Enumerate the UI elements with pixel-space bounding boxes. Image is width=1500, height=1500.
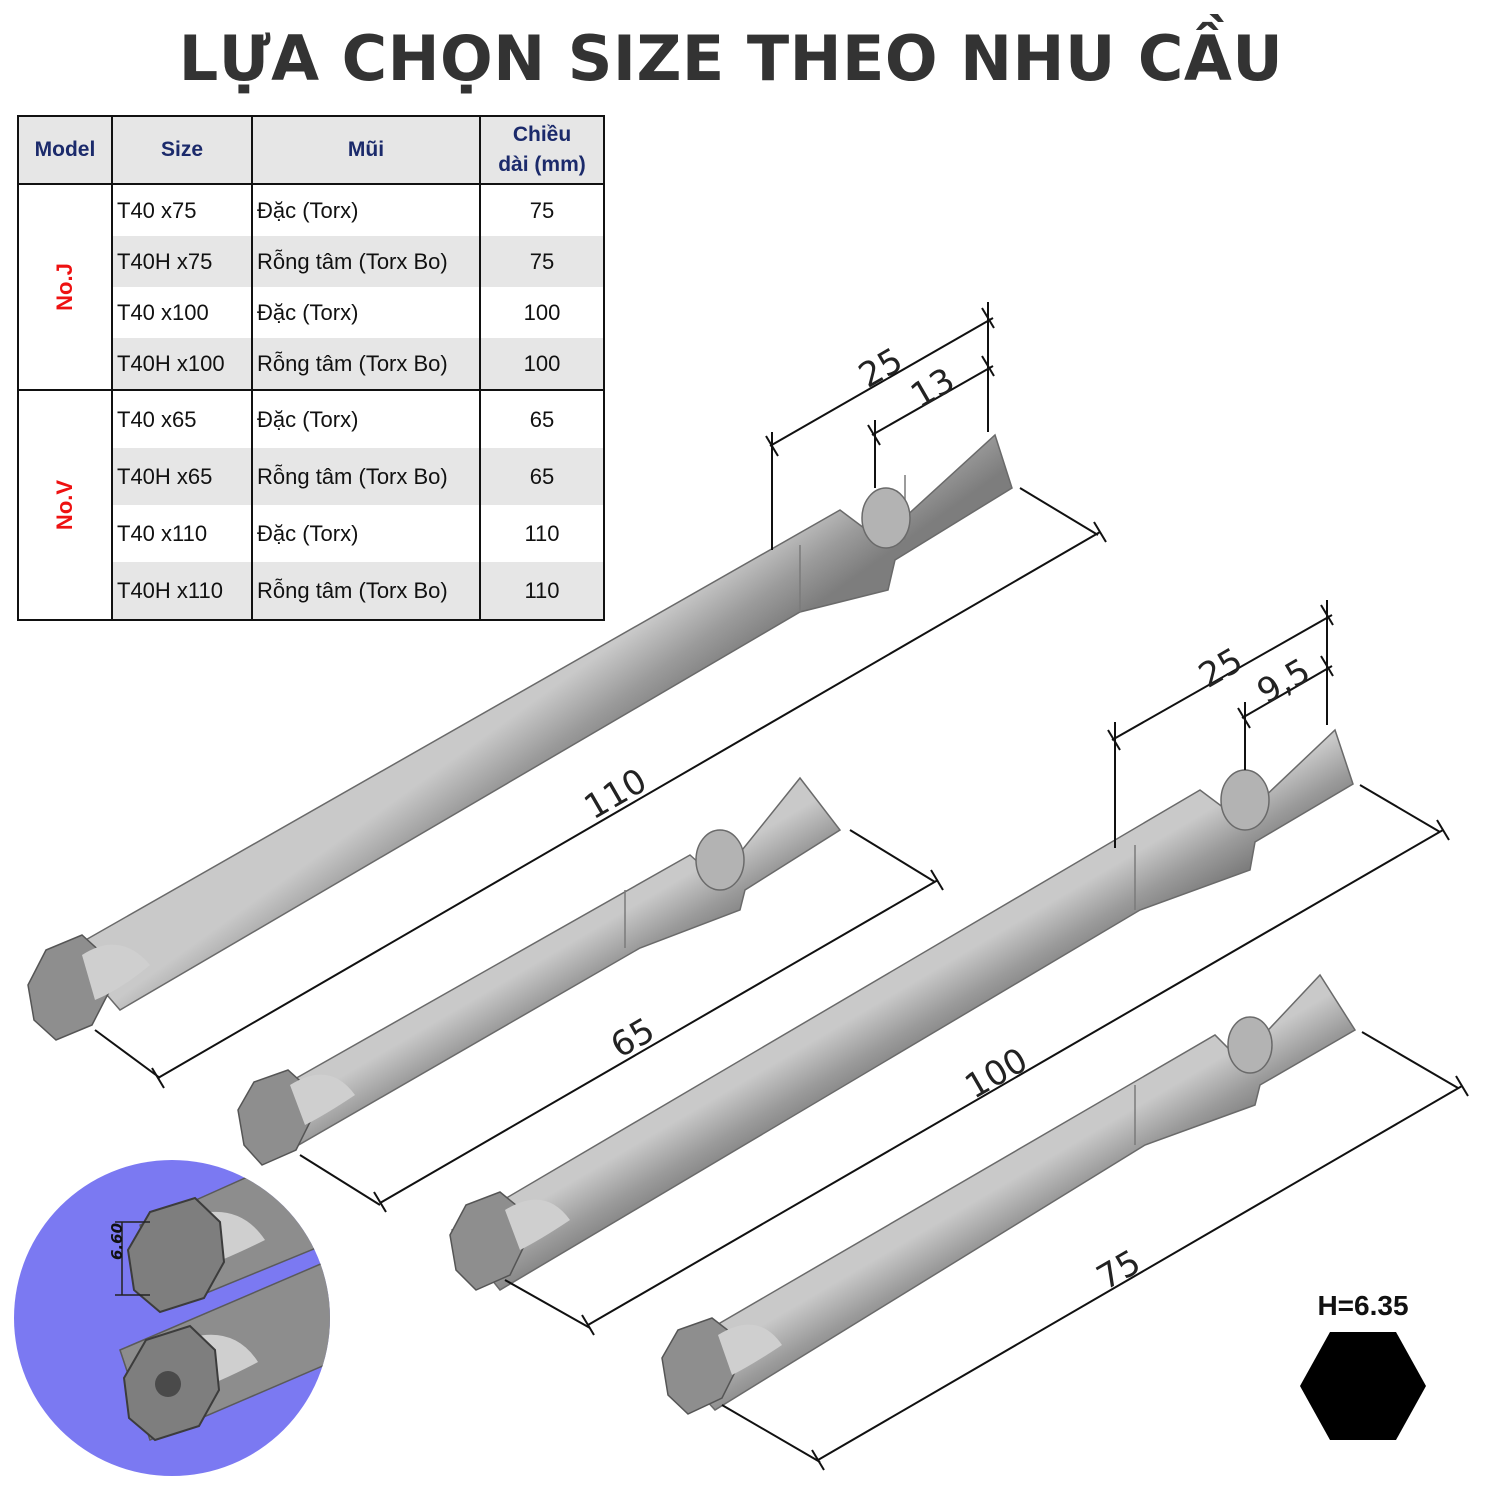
- model-label: No.V: [52, 479, 77, 531]
- dimension-label-100: 100: [958, 1040, 1034, 1107]
- detail-inset: 6.60: [14, 1160, 330, 1476]
- tip-cell: Đặc (Torx): [252, 390, 481, 448]
- tip-cell: Rỗng tâm (Torx Bo): [252, 236, 481, 287]
- dimension-label-shank-9-5: 9,5: [1250, 651, 1317, 713]
- table-row: T40H x75 Rỗng tâm (Torx Bo) 75: [18, 236, 605, 287]
- length-cell: 75: [480, 184, 605, 236]
- bit-110-neck: [861, 487, 911, 549]
- bit-100-neck: [1220, 769, 1270, 831]
- dimension-label-65: 65: [604, 1010, 661, 1066]
- dimension-label-75: 75: [1090, 1242, 1147, 1298]
- length-cell: 65: [480, 448, 605, 505]
- hex-profile: H=6.35: [1300, 1290, 1426, 1440]
- model-cell-no-j: No.J: [17, 183, 113, 391]
- size-cell: T40 x65: [111, 390, 253, 448]
- table-row: T40 x100 Đặc (Torx) 100: [18, 287, 605, 338]
- length-cell: 75: [480, 236, 605, 287]
- table-row: No.J T40 x75 Đặc (Torx) 75: [17, 183, 605, 391]
- size-cell: T40 x110: [111, 505, 253, 562]
- size-cell: T40H x110: [111, 562, 253, 621]
- inset-dimension-label: 6.60: [108, 1223, 126, 1260]
- tip-cell: Rỗng tâm (Torx Bo): [252, 338, 481, 391]
- header-model: Model: [17, 115, 113, 185]
- size-cell: T40H x75: [111, 236, 253, 287]
- table-row: T40H x110 Rỗng tâm (Torx Bo) 110: [18, 562, 605, 621]
- table-row: T40 x110 Đặc (Torx) 110: [18, 505, 605, 562]
- bit-100: [449, 728, 1354, 1291]
- dimension-bit-110: [94, 302, 1107, 1089]
- model-cell-no-v: No.V: [17, 389, 113, 621]
- size-cell: T40H x100: [111, 338, 253, 391]
- dimension-bit-100: [504, 600, 1450, 1336]
- bit-110: [27, 433, 1013, 1041]
- dimension-label-hex-25: 25: [1192, 640, 1249, 696]
- dimension-label-110: 110: [578, 761, 654, 828]
- length-cell: 110: [480, 562, 605, 621]
- length-cell: 65: [480, 390, 605, 448]
- size-cell: T40 x75: [111, 184, 253, 236]
- dimension-bit-65: [299, 829, 944, 1213]
- bit-75-neck: [1227, 1016, 1273, 1074]
- table-row: T40H x100 Rỗng tâm (Torx Bo) 100: [18, 338, 605, 391]
- tip-cell: Đặc (Torx): [252, 505, 481, 562]
- hex-size-label: H=6.35: [1317, 1290, 1408, 1321]
- model-label: No.J: [52, 263, 77, 311]
- table-header-row: Model Size Mũi Chiều dài (mm): [17, 115, 605, 185]
- tip-cell: Rỗng tâm (Torx Bo): [252, 448, 481, 505]
- length-cell: 100: [480, 338, 605, 391]
- tip-cell: Rỗng tâm (Torx Bo): [252, 562, 481, 621]
- table-row: T40H x65 Rỗng tâm (Torx Bo) 65: [18, 448, 605, 505]
- length-cell: 100: [480, 287, 605, 338]
- size-cell: T40 x100: [111, 287, 253, 338]
- dimension-label-hex-25: 25: [852, 340, 909, 396]
- bit-100-body: [450, 728, 1354, 1291]
- tip-cell: Đặc (Torx): [252, 287, 481, 338]
- header-length: Chiều dài (mm): [479, 115, 605, 185]
- spec-table: Model Size Mũi Chiều dài (mm) No.J T40 x…: [17, 115, 605, 621]
- dimension-label-shank-13: 13: [904, 360, 961, 416]
- table-row: No.V T40 x65 Đặc (Torx) 65: [17, 389, 605, 621]
- torx-solid-tip-icon: [126, 1196, 226, 1314]
- tip-cell: Đặc (Torx): [252, 184, 481, 236]
- header-size: Size: [111, 115, 253, 185]
- length-cell: 110: [480, 505, 605, 562]
- header-tip: Mũi: [251, 115, 481, 185]
- size-cell: T40H x65: [111, 448, 253, 505]
- bit-75: [661, 973, 1357, 1415]
- hexagon-icon: [1300, 1332, 1426, 1440]
- page-title: LỰA CHỌN SIZE THEO NHU CẦU: [178, 22, 1284, 95]
- bit-65: [237, 776, 842, 1166]
- bit-65-neck: [695, 829, 745, 891]
- bit-110-body: [66, 433, 1013, 1011]
- dimension-bit-75: [721, 1031, 1469, 1471]
